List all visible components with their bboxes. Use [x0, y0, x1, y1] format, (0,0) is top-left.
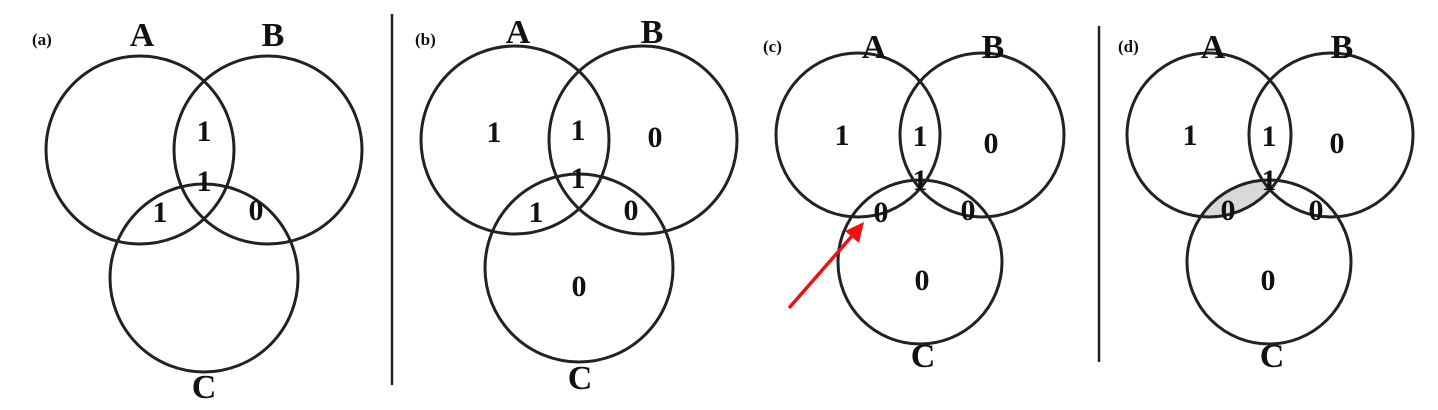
set-c-circle — [483, 172, 675, 364]
set-a-circle — [419, 44, 611, 236]
set-c-circle — [1185, 178, 1353, 346]
set-c-label: C — [1260, 338, 1285, 375]
set-a-label: A — [1201, 29, 1226, 66]
set-c-label: C — [192, 369, 217, 406]
panel-c: (c) A B C 1 1 0 1 0 0 0 — [763, 29, 1066, 375]
set-b-circle — [547, 44, 739, 236]
region-bc-value: 0 — [961, 194, 976, 227]
region-a-only-value: 1 — [1183, 119, 1198, 152]
set-b-circle — [172, 54, 364, 246]
region-ac-value: 0 — [1221, 194, 1236, 227]
panel-tag: (c) — [763, 37, 782, 56]
panel-tag: (d) — [1118, 37, 1139, 56]
red-arrow — [787, 222, 864, 310]
region-ab-value: 1 — [571, 114, 586, 147]
set-a-circle — [44, 54, 236, 246]
red-arrow-head — [845, 222, 864, 243]
region-abc-value: 1 — [913, 164, 928, 197]
shade-mask — [1249, 53, 1413, 217]
region-ab-value: 1 — [1262, 120, 1277, 153]
set-a-circle — [1125, 51, 1293, 219]
set-c-circle — [836, 178, 1004, 346]
set-a-label: A — [130, 17, 155, 54]
set-b-label: B — [641, 14, 664, 51]
region-c-only-value: 0 — [572, 270, 587, 303]
region-abc-value: 1 — [571, 162, 586, 195]
region-c-only-value: 0 — [1261, 264, 1276, 297]
region-ab-value: 1 — [197, 115, 212, 148]
region-ab-value: 1 — [913, 120, 928, 153]
region-bc-value: 0 — [1309, 194, 1324, 227]
set-c-circle — [108, 182, 300, 374]
region-abc-value: 1 — [197, 165, 212, 198]
red-arrow-shaft — [787, 234, 854, 310]
set-b-label: B — [982, 29, 1005, 66]
region-a-only-value: 1 — [835, 119, 850, 152]
set-a-label: A — [862, 29, 887, 66]
region-ac-value: 1 — [529, 196, 544, 229]
set-a-label: A — [506, 14, 531, 51]
region-ac-value: 0 — [874, 196, 889, 229]
region-b-only-value: 0 — [984, 127, 999, 160]
set-c-label: C — [911, 338, 936, 375]
region-bc-value: 0 — [249, 194, 264, 227]
region-ac-value: 1 — [153, 196, 168, 229]
region-b-only-value: 0 — [648, 121, 663, 154]
region-bc-value: 0 — [624, 194, 639, 227]
shaded-region-ac — [1187, 53, 1413, 217]
region-abc-value: 1 — [1262, 164, 1277, 197]
region-c-only-value: 0 — [915, 264, 930, 297]
region-b-only-value: 0 — [1330, 127, 1345, 160]
panel-b: (b) A B C 1 1 0 1 1 0 0 — [415, 14, 739, 397]
panel-tag: (a) — [32, 30, 52, 49]
set-b-label: B — [262, 17, 285, 54]
set-b-label: B — [1331, 29, 1354, 66]
panel-a: (a) A B C 1 1 1 0 — [32, 17, 364, 406]
set-c-label: C — [568, 360, 593, 397]
set-b-circle — [898, 51, 1066, 219]
panel-d: (d) A B C 1 1 0 1 0 0 0 — [1118, 29, 1415, 375]
panel-tag: (b) — [415, 30, 436, 49]
region-a-only-value: 1 — [487, 116, 502, 149]
set-b-circle — [1247, 51, 1415, 219]
set-a-circle — [774, 51, 942, 219]
